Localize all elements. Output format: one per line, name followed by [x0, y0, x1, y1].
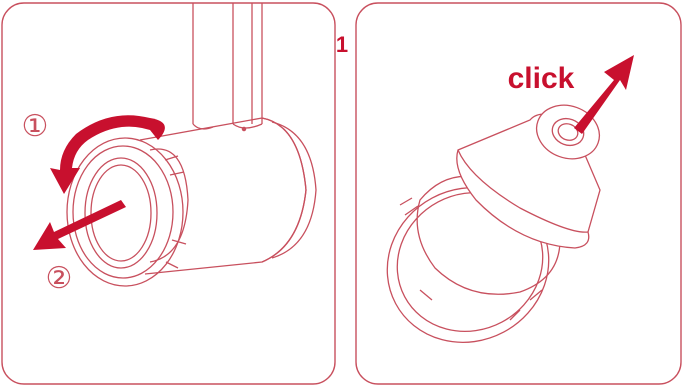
lamp-body — [140, 118, 316, 274]
right-panel: click — [356, 3, 681, 384]
click-label: click — [508, 62, 575, 95]
step-two-marker: ② — [46, 262, 73, 295]
left-panel-frame — [2, 3, 335, 384]
step-one-marker: ① — [22, 110, 49, 143]
mounting-rods — [193, 3, 262, 129]
pull-out-arrow — [33, 200, 126, 250]
rotate-arrow — [50, 115, 150, 194]
step-two-label: ② — [46, 262, 73, 295]
lift-arrow — [574, 55, 634, 134]
front-cover-ring — [67, 138, 186, 286]
step-number: 1 — [336, 32, 348, 57]
left-panel: ① ② — [2, 3, 335, 384]
rotate-arrow-tail — [150, 118, 165, 140]
step-one-label: ① — [22, 110, 49, 143]
